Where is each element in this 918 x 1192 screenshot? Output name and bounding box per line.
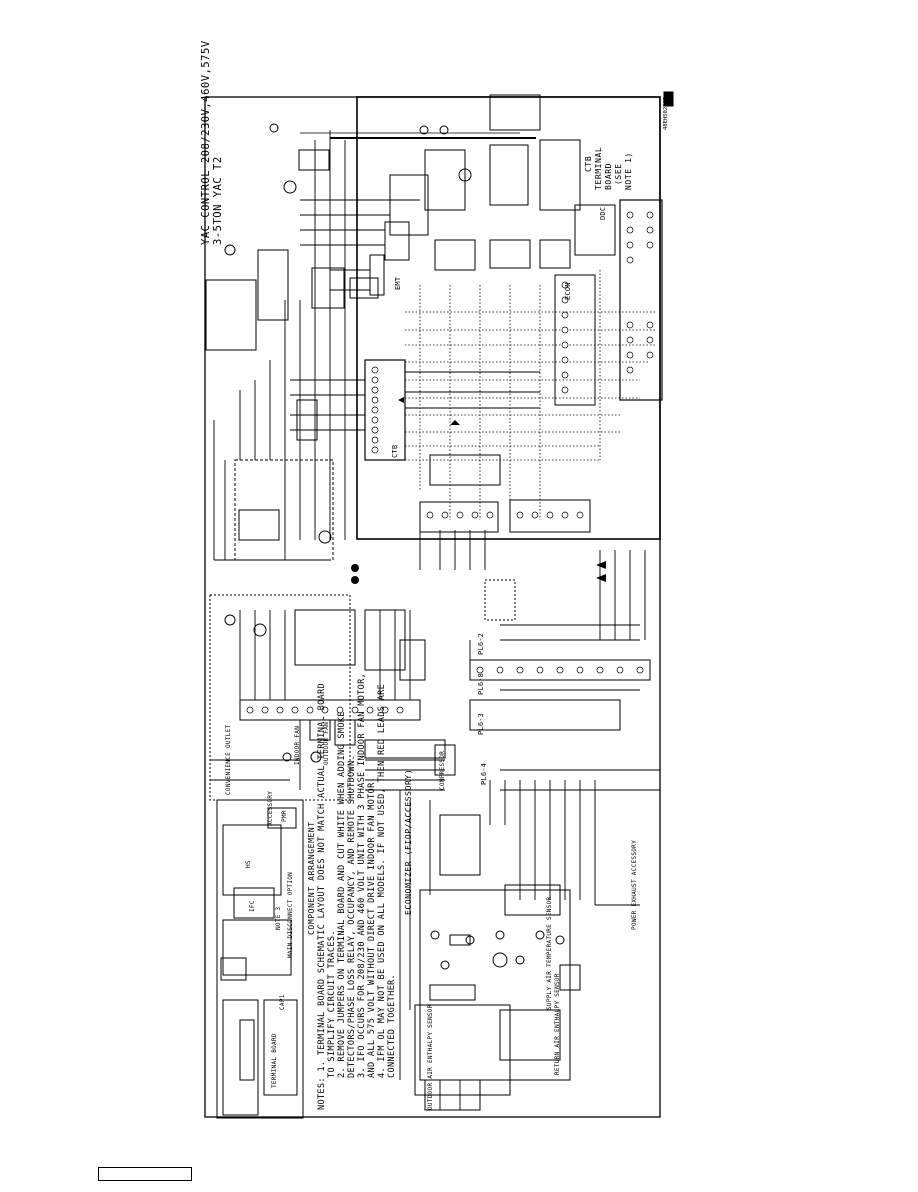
convenience-outlet-label: CONVENIENCE OUTLET — [225, 724, 232, 795]
note-line-6: AND ALL 575 VOLT WITHOUT DIRECT DRIVE IN… — [367, 776, 377, 1078]
oa-enthalpy-label: OUTDOOR AIR ENTHALPY SENSOR — [427, 1004, 434, 1110]
emt-label: EMT — [394, 276, 402, 290]
ctb-side-label: CTB — [391, 444, 399, 458]
ifc-label: IFC — [249, 900, 256, 912]
corner-frame — [98, 1167, 192, 1181]
note-line-8: CONNECTED TOGETHER. — [387, 973, 397, 1078]
note-line-7: 4. IFM OL MAY NOT BE USED ON ALL MODELS.… — [377, 683, 387, 1078]
terminal-board-box-label: TERMINAL BOARD — [271, 1033, 278, 1088]
indoor-fan-label: INDOOR FAN — [294, 725, 301, 765]
document-id: 48EH502905 — [663, 96, 669, 130]
tb-label-4: NOTE 1) — [624, 152, 633, 190]
tb-label-ctb: CTB — [584, 155, 593, 172]
econ-label: ECON — [564, 282, 572, 300]
power-exhaust-label: POWER EXHAUST ACCESSORY — [631, 840, 638, 930]
tb-label-1: TERMINAL — [594, 146, 603, 190]
economizer-label: ECONOMIZER (FIOP/ACCESSORY) — [404, 768, 413, 915]
title-line-2: 3-5TON YAC T2 — [212, 156, 224, 245]
hs-label: HS — [245, 860, 252, 868]
sat-sensor-label: SUPPLY AIR TEMPERATURE SENSOR — [546, 896, 553, 1010]
tb-label-3: (SEE — [614, 163, 623, 185]
note-line-3: 2. REMOVE JUMPERS ON TERMINAL BOARD AND … — [337, 711, 347, 1078]
tb-label-2: BOARD — [604, 162, 613, 190]
ra-enthalpy-label: RETURN AIR ENTHALPY SENSOR — [554, 973, 561, 1075]
note3-label: NOTE 3 — [275, 906, 282, 930]
component-arrangement-label: COMPONENT ARRANGEMENT — [307, 821, 316, 935]
outdoor-fan-label: OUTDOOR FAN — [323, 721, 330, 765]
note-line-4: DETECTORS/PHASE LOSS RELAY, OCCUPANCY, A… — [347, 755, 357, 1078]
pl6-2-label: PL6-2 — [477, 632, 485, 655]
title-line-1: YAC CONTROL 208/230V,460V,575V — [200, 40, 212, 245]
pl6-3-label: PL6-3 — [477, 712, 485, 735]
pl6-8-label: PL6-8 — [477, 672, 485, 695]
main-disconnect-label: MAIN DISCONNECT OPTION — [287, 871, 294, 958]
compressor-label: COMPRESSOR — [439, 750, 446, 790]
pl6-4-label: PL6-4 — [480, 762, 488, 785]
cap1-label: CAP1 — [279, 994, 286, 1010]
component-arrangement-frame — [216, 799, 304, 1119]
control-frame — [356, 96, 661, 540]
ddc-label: DDC — [599, 206, 607, 220]
pmr-label: PMR — [281, 810, 288, 822]
note-line-2: TO SIMPLIFY CIRCUIT TRACES. — [327, 930, 337, 1078]
accessory-label: ACCESSORY — [267, 790, 274, 826]
note-line-5: 3. IFO OCCURS FOR 208/230 AND 460 VOLT U… — [357, 672, 367, 1078]
